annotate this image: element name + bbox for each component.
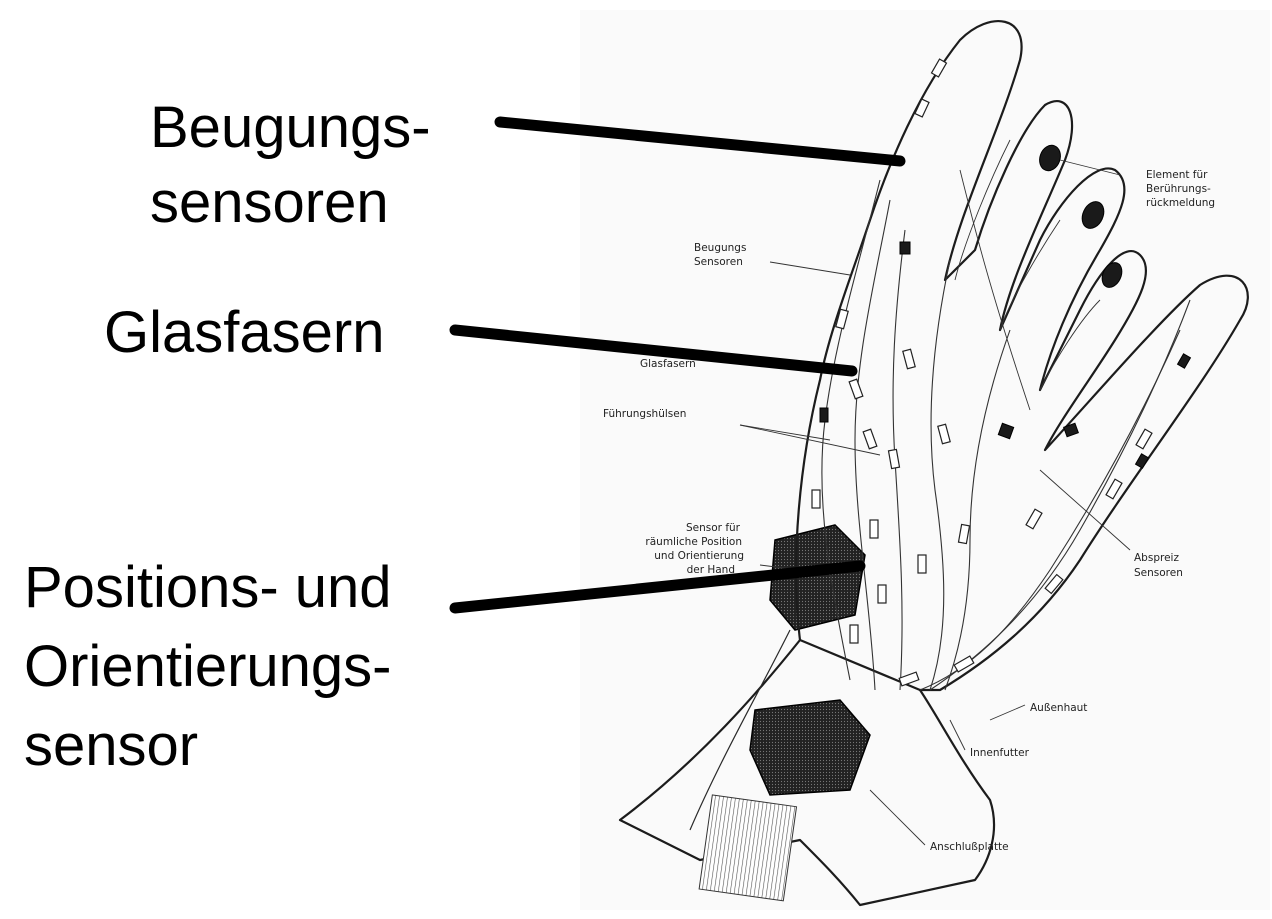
flex-sensors-annotation-2: Sensoren (694, 256, 743, 268)
touch-element-annotation-1: Element für (1146, 169, 1208, 181)
touch-element-annotation-2: Berührungs- (1146, 183, 1211, 195)
label-position-sensor-line3: sensor (24, 713, 198, 778)
guide-tubes-annotation: Führungshülsen (603, 408, 686, 420)
label-flex-sensors-line1: Beugungs- (150, 95, 431, 160)
abduction-sensor (820, 408, 828, 422)
abduction-sensors-annotation-1: Abspreiz (1134, 552, 1179, 564)
position-sensor-annotation-3: und Orientierung (654, 550, 744, 562)
position-sensor-annotation-2: räumliche Position (645, 536, 742, 548)
label-position-sensor-line1: Positions- und (24, 555, 392, 620)
label-glass-fibers: Glasfasern (104, 300, 384, 365)
abduction-sensors-annotation-2: Sensoren (1134, 567, 1183, 579)
connector-plate-annotation: Anschlußplatte (930, 841, 1009, 853)
position-sensor-annotation-1: Sensor für (686, 522, 741, 534)
flex-sensor (812, 490, 820, 508)
outer-skin-annotation: Außenhaut (1030, 702, 1087, 714)
glass-fibers-annotation: Glasfasern (640, 358, 696, 370)
abduction-sensor (900, 242, 910, 254)
main-labels: Beugungs- sensoren Glasfasern Positions-… (24, 95, 431, 778)
flex-sensor (870, 520, 878, 538)
connector-plate (750, 700, 870, 795)
label-flex-sensors-line2: sensoren (150, 170, 389, 235)
label-position-sensor-line2: Orientierungs- (24, 634, 391, 699)
touch-element-annotation-3: rückmeldung (1146, 197, 1215, 209)
flex-sensor (878, 585, 886, 603)
ribbon-cable (699, 795, 796, 901)
inner-lining-annotation: Innenfutter (970, 747, 1030, 759)
flex-sensor (850, 625, 858, 643)
flex-sensors-annotation-1: Beugungs (694, 242, 746, 254)
flex-sensor (918, 555, 926, 573)
